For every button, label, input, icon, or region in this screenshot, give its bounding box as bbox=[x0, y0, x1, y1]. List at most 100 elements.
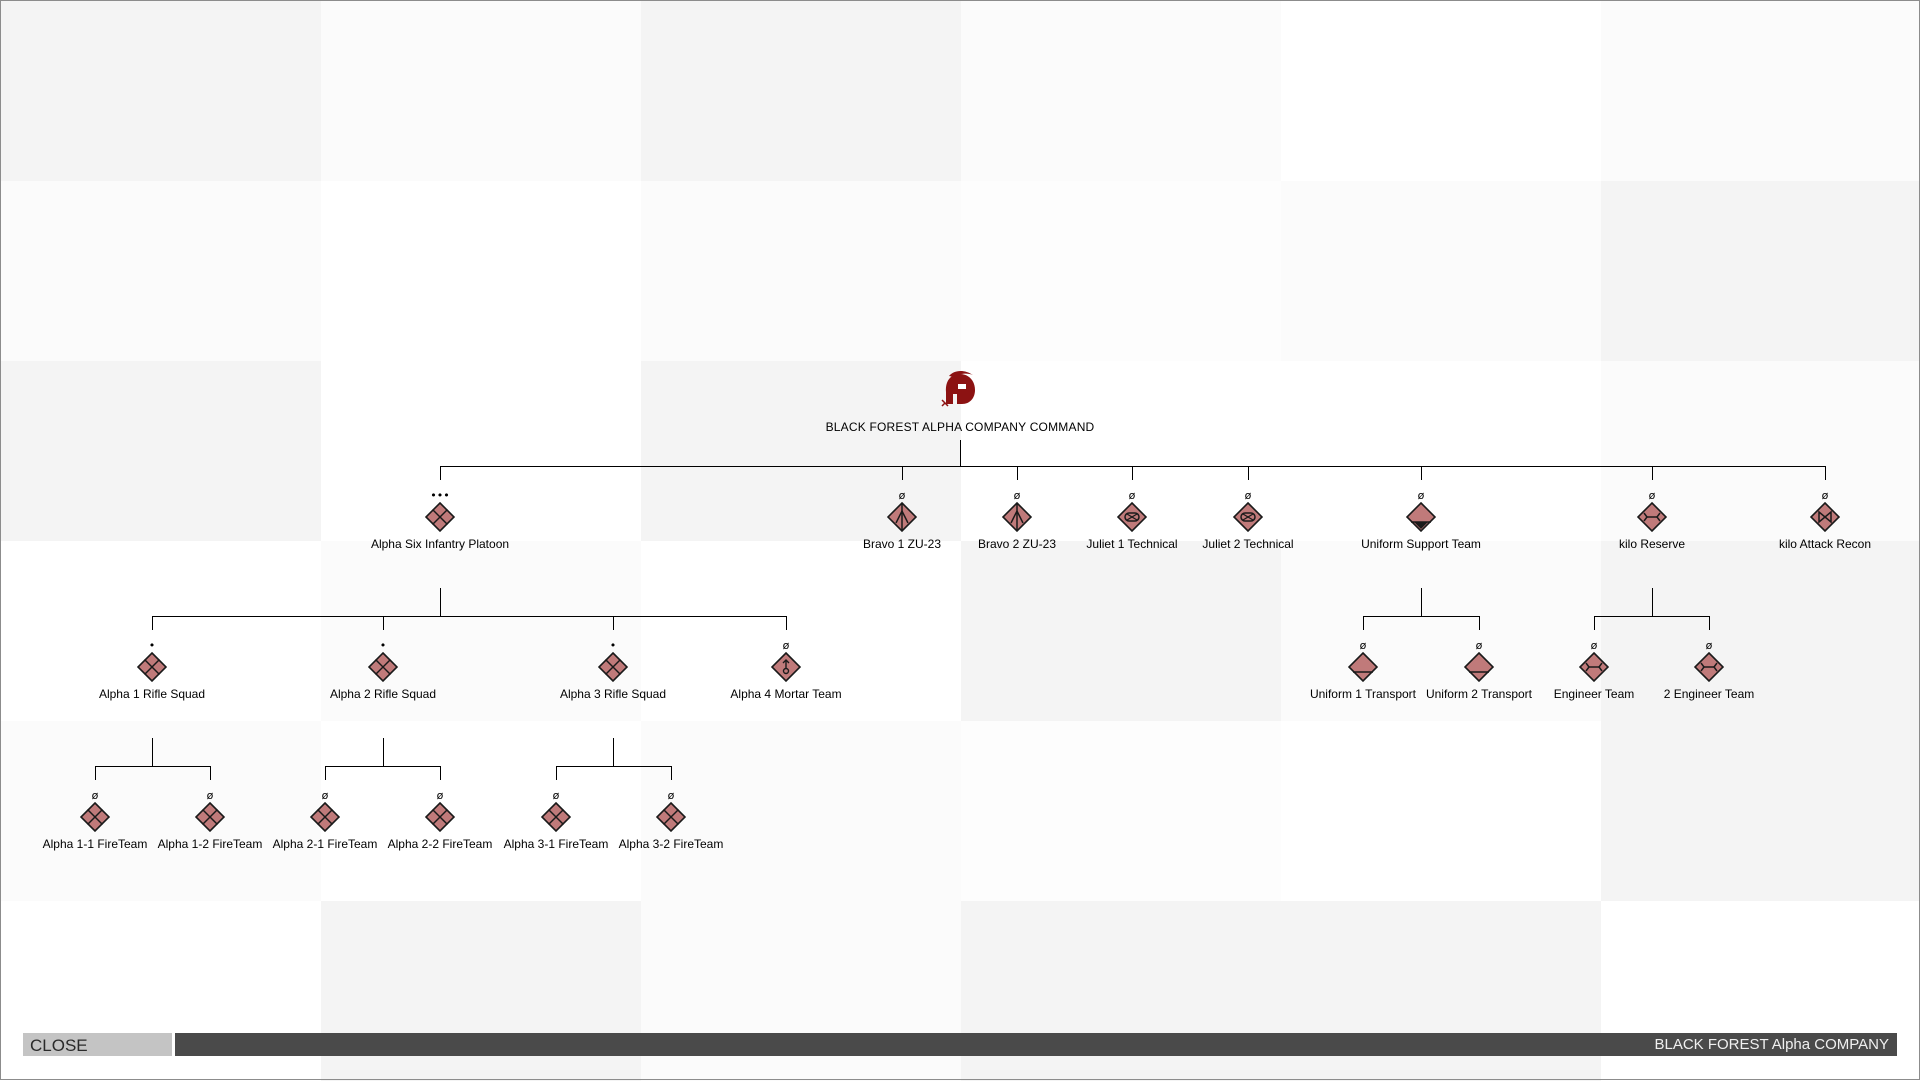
connector-line bbox=[95, 766, 96, 780]
echelon-indicator: ø bbox=[1417, 489, 1425, 502]
unit-label: Alpha 1-1 FireTeam bbox=[42, 837, 148, 851]
unit-label: Uniform 2 Transport bbox=[1425, 687, 1533, 701]
connector-line bbox=[152, 616, 787, 617]
infantry-unit-icon bbox=[540, 801, 572, 833]
unit-node-alpha-2-squad[interactable]: • Alpha 2 Rifle Squad bbox=[313, 639, 453, 701]
engineer-unit-icon bbox=[1578, 651, 1610, 683]
connector-line bbox=[556, 766, 672, 767]
unit-label: Alpha 2 Rifle Squad bbox=[329, 687, 437, 701]
unit-label: Alpha 3-2 FireTeam bbox=[618, 837, 724, 851]
background-tile bbox=[1601, 721, 1920, 901]
connector-line bbox=[1248, 466, 1249, 480]
unit-node-alpha-1-squad[interactable]: •Alpha 1 Rifle Squad bbox=[82, 640, 222, 701]
connector-line bbox=[613, 738, 614, 766]
spartan-helmet-icon bbox=[941, 370, 975, 407]
connector-line bbox=[1594, 616, 1710, 617]
engineer-unit-icon bbox=[1693, 651, 1725, 683]
background-tile bbox=[1, 1, 321, 181]
hq-label: BLACK FOREST ALPHA COMPANY COMMAND bbox=[825, 420, 1095, 434]
anti-air-unit-icon bbox=[1001, 501, 1033, 533]
recon-unit-icon bbox=[1809, 501, 1841, 533]
unit-label: kilo Reserve bbox=[1618, 537, 1686, 551]
background-tile bbox=[1281, 181, 1601, 361]
connector-line bbox=[95, 766, 211, 767]
connector-line bbox=[1479, 616, 1480, 630]
echelon-indicator: ø bbox=[91, 789, 99, 802]
echelon-indicator: ø bbox=[436, 789, 444, 802]
echelon-indicator: ø bbox=[1705, 639, 1713, 652]
echelon-indicator: ø bbox=[1128, 489, 1136, 502]
background-tile bbox=[321, 1, 641, 181]
unit-label: Juliet 1 Technical bbox=[1086, 537, 1178, 551]
background-tile bbox=[1, 721, 321, 901]
unit-node-alpha-3-squad[interactable]: •Alpha 3 Rifle Squad bbox=[543, 640, 683, 701]
background-tile bbox=[1281, 721, 1601, 901]
background-tile bbox=[641, 1, 961, 181]
unit-label: Uniform 1 Transport bbox=[1309, 687, 1417, 701]
background-tile bbox=[1281, 1, 1601, 181]
background-tile bbox=[961, 181, 1281, 361]
background-tile bbox=[961, 541, 1281, 721]
footer-bar: BLACK FOREST Alpha COMPANY bbox=[175, 1033, 1897, 1056]
connector-line bbox=[613, 616, 614, 630]
infantry-unit-icon bbox=[424, 501, 456, 533]
background-tile bbox=[1, 541, 321, 721]
unit-label: Alpha 2-2 FireTeam bbox=[387, 837, 493, 851]
echelon-indicator: ø bbox=[321, 789, 329, 802]
echelon-indicator: ø bbox=[206, 789, 214, 802]
connector-line bbox=[440, 766, 441, 780]
unit-label: Bravo 1 ZU-23 bbox=[862, 537, 942, 551]
echelon-indicator: ø bbox=[1821, 489, 1829, 502]
echelon-indicator: ø bbox=[1244, 489, 1252, 502]
infantry-unit-icon bbox=[79, 801, 111, 833]
unit-label: Alpha 3-1 FireTeam bbox=[503, 837, 609, 851]
background-tile bbox=[641, 721, 961, 901]
anti-air-unit-icon bbox=[886, 501, 918, 533]
background-tile bbox=[961, 721, 1281, 901]
unit-node-alpha-six[interactable]: •••Alpha Six Infantry Platoon bbox=[370, 490, 510, 551]
connector-line bbox=[902, 466, 903, 480]
unit-label: 2 Engineer Team bbox=[1663, 687, 1755, 701]
infantry-unit-icon bbox=[136, 651, 168, 683]
unit-node-engineer-2[interactable]: ø 2 Engineer Team bbox=[1639, 639, 1779, 701]
connector-line bbox=[152, 616, 153, 630]
echelon-indicator: ø bbox=[1590, 639, 1598, 652]
connector-line bbox=[440, 588, 441, 616]
unit-label: Alpha 1-2 FireTeam bbox=[157, 837, 263, 851]
hq-node[interactable]: BLACK FOREST ALPHA COMPANY COMMAND bbox=[800, 370, 1120, 434]
connector-line bbox=[325, 766, 441, 767]
echelon-indicator: ø bbox=[782, 639, 790, 652]
connector-line bbox=[1421, 588, 1422, 616]
background-tile bbox=[321, 721, 641, 901]
support-unit-icon bbox=[1405, 501, 1437, 533]
technical-unit-icon bbox=[1116, 501, 1148, 533]
infantry-unit-icon bbox=[367, 651, 399, 683]
echelon-indicator: ø bbox=[1013, 489, 1021, 502]
connector-line bbox=[556, 766, 557, 780]
echelon-indicator: • bbox=[379, 639, 387, 652]
background-tile bbox=[1, 361, 321, 541]
infantry-unit-icon bbox=[597, 651, 629, 683]
connector-line bbox=[210, 766, 211, 780]
connector-line bbox=[1421, 466, 1422, 480]
echelon-indicator: ø bbox=[667, 789, 675, 802]
background-tile bbox=[641, 181, 961, 361]
close-button[interactable]: CLOSE bbox=[23, 1033, 172, 1056]
